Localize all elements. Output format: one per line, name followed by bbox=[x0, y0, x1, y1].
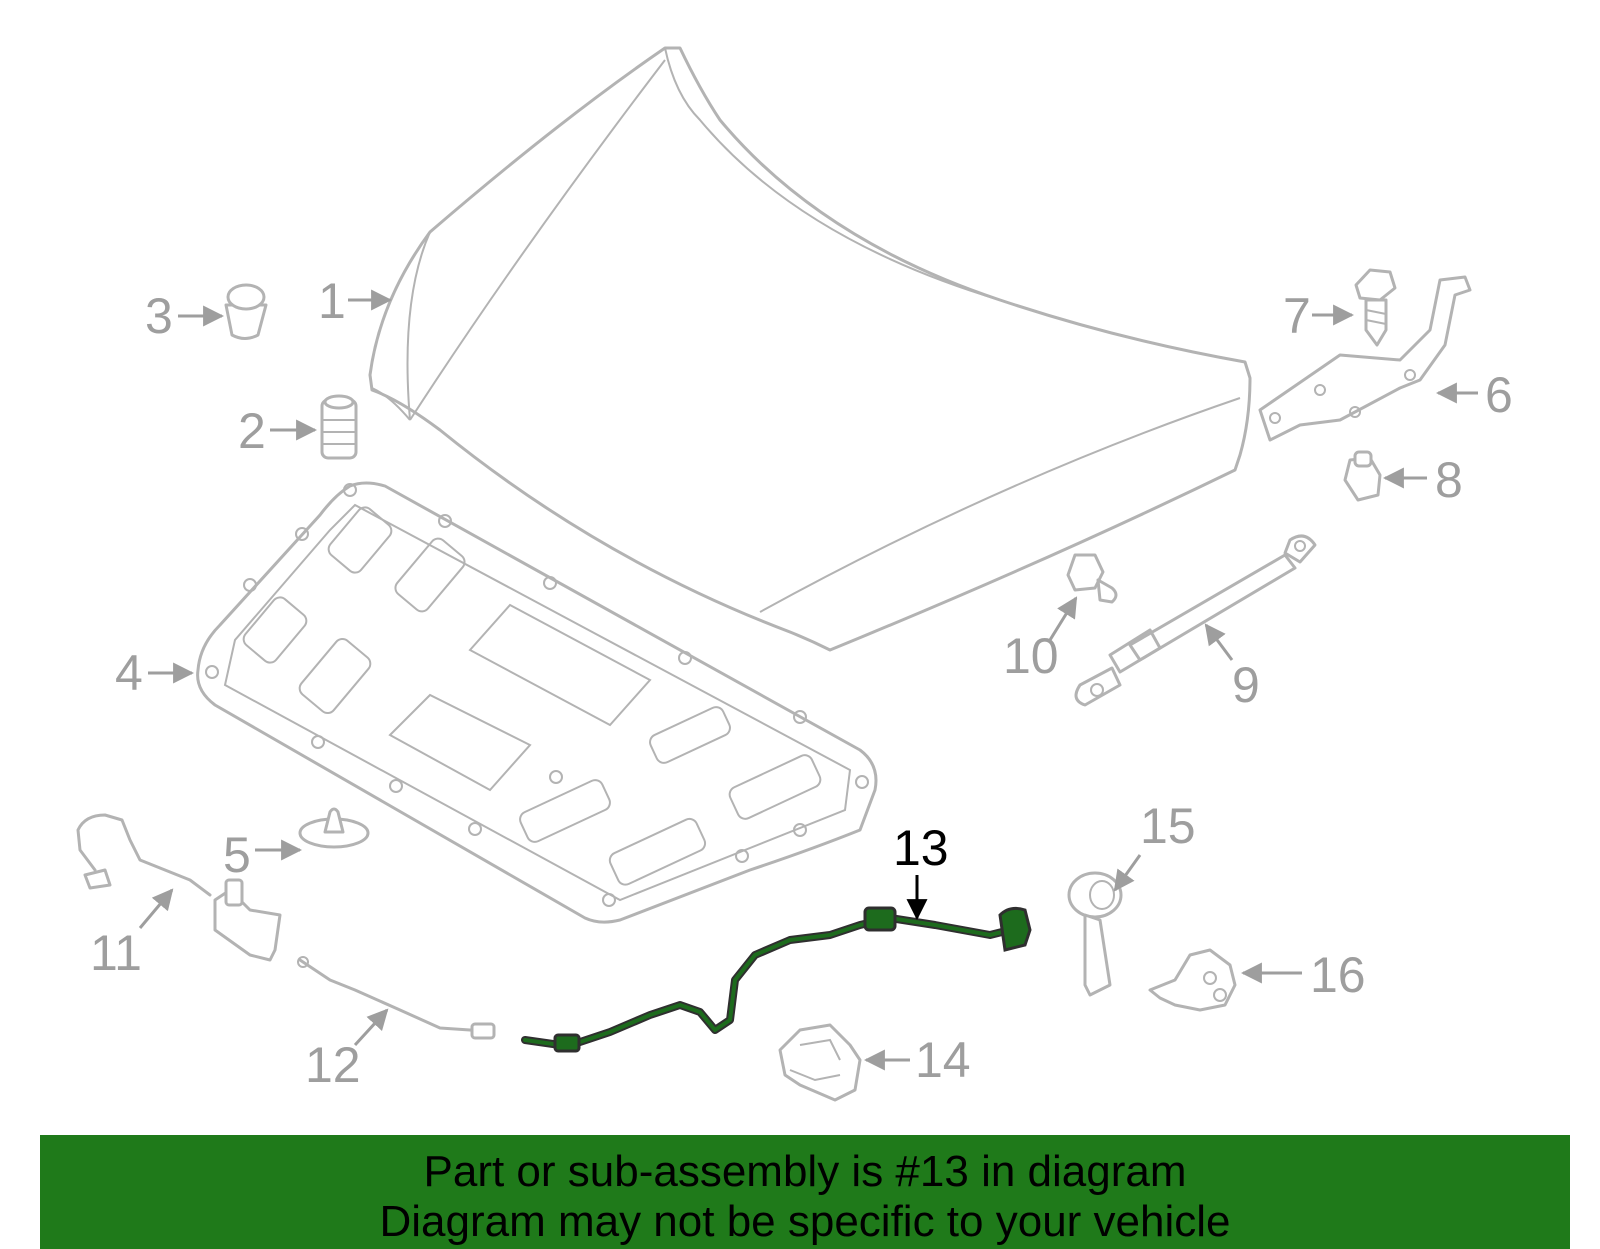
label-6-group: 6 bbox=[1435, 367, 1513, 423]
label-2-group: 2 bbox=[238, 403, 318, 459]
label-3: 3 bbox=[145, 288, 173, 344]
label-11-group: 11 bbox=[90, 888, 174, 981]
bolt-10 bbox=[1066, 553, 1118, 604]
hood-hinge-6 bbox=[1258, 275, 1472, 442]
hood-cushion-3 bbox=[224, 283, 268, 340]
hood-panel bbox=[368, 46, 1252, 652]
bolt-7 bbox=[1354, 268, 1397, 347]
label-5: 5 bbox=[223, 827, 251, 883]
label-6: 6 bbox=[1485, 367, 1513, 423]
banner-line-1: Part or sub-assembly is #13 in diagram bbox=[423, 1147, 1187, 1196]
label-15-group: 15 bbox=[1113, 798, 1196, 892]
bolt-8 bbox=[1343, 450, 1382, 502]
cable-12 bbox=[297, 956, 496, 1040]
gas-strut-9 bbox=[1074, 534, 1317, 707]
diagram-notice-banner: Part or sub-assembly is #13 in diagram D… bbox=[40, 1135, 1570, 1249]
label-8-group: 8 bbox=[1382, 452, 1463, 508]
label-7: 7 bbox=[1283, 288, 1311, 344]
label-10-group: 10 bbox=[1003, 596, 1078, 684]
striker-16 bbox=[1148, 948, 1237, 1012]
release-handle-cable-11 bbox=[76, 813, 282, 962]
label-12-group: 12 bbox=[305, 1008, 389, 1093]
hood-bumper-2 bbox=[320, 394, 358, 460]
release-cable-13-highlighted bbox=[521, 906, 1032, 1053]
label-15: 15 bbox=[1140, 798, 1196, 854]
banner-line-2: Diagram may not be specific to your vehi… bbox=[379, 1197, 1231, 1246]
hood-latch-14 bbox=[778, 1023, 862, 1102]
label-4-group: 4 bbox=[115, 645, 195, 701]
prop-rod-holder-15 bbox=[1067, 871, 1123, 997]
label-11: 11 bbox=[90, 925, 142, 981]
label-12: 12 bbox=[305, 1037, 361, 1093]
label-5-group: 5 bbox=[223, 827, 303, 883]
label-1: 1 bbox=[318, 273, 346, 329]
label-1-group: 1 bbox=[318, 273, 393, 329]
label-7-group: 7 bbox=[1283, 288, 1355, 344]
label-14-group: 14 bbox=[863, 1032, 971, 1088]
label-14: 14 bbox=[915, 1032, 971, 1088]
label-13: 13 bbox=[893, 820, 949, 876]
label-10: 10 bbox=[1003, 628, 1059, 684]
label-8: 8 bbox=[1435, 452, 1463, 508]
label-9: 9 bbox=[1232, 657, 1260, 713]
label-16-group: 16 bbox=[1240, 947, 1366, 1003]
label-2: 2 bbox=[238, 403, 266, 459]
hood-insulator-pad bbox=[196, 481, 878, 924]
label-16: 16 bbox=[1310, 947, 1366, 1003]
clip-5 bbox=[298, 807, 370, 849]
label-4: 4 bbox=[115, 645, 143, 701]
label-3-group: 3 bbox=[145, 288, 225, 344]
label-9-group: 9 bbox=[1204, 623, 1260, 713]
label-13-group: 13 bbox=[893, 820, 949, 921]
